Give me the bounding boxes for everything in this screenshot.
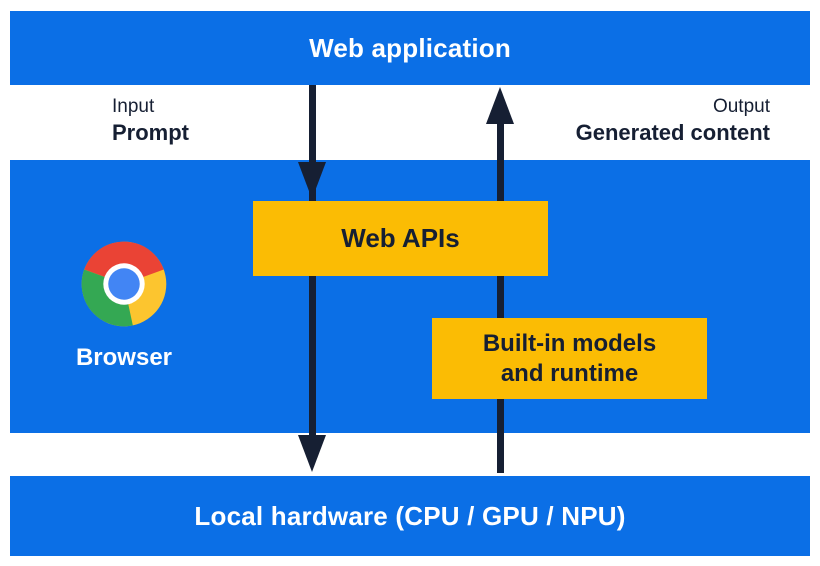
arrow-down-icon (298, 162, 326, 199)
arrow-down-icon (298, 435, 326, 472)
input-label-group: Input Prompt (112, 95, 189, 146)
web-application-band: Web application (10, 11, 810, 85)
output-label-group: Output Generated content (576, 95, 770, 146)
output-flow-line (497, 122, 504, 473)
built-in-models-label-line2: and runtime (500, 359, 639, 387)
web-apis-label: Web APIs (341, 223, 460, 253)
chrome-logo-icon (81, 241, 167, 327)
web-application-label: Web application (309, 32, 511, 63)
browser-label: Browser (75, 344, 173, 371)
input-value: Prompt (112, 120, 189, 145)
output-value: Generated content (575, 120, 770, 145)
arrow-up-icon (486, 87, 514, 124)
local-hardware-label: Local hardware (CPU / GPU / NPU) (194, 500, 626, 531)
local-hardware-band: Local hardware (CPU / GPU / NPU) (10, 476, 810, 556)
output-title: Output (712, 96, 770, 117)
input-title: Input (112, 96, 155, 117)
built-in-models-box: Built-in models and runtime (432, 318, 707, 399)
web-apis-box: Web APIs (253, 201, 548, 276)
built-in-models-label-line1: Built-in models (482, 329, 657, 357)
